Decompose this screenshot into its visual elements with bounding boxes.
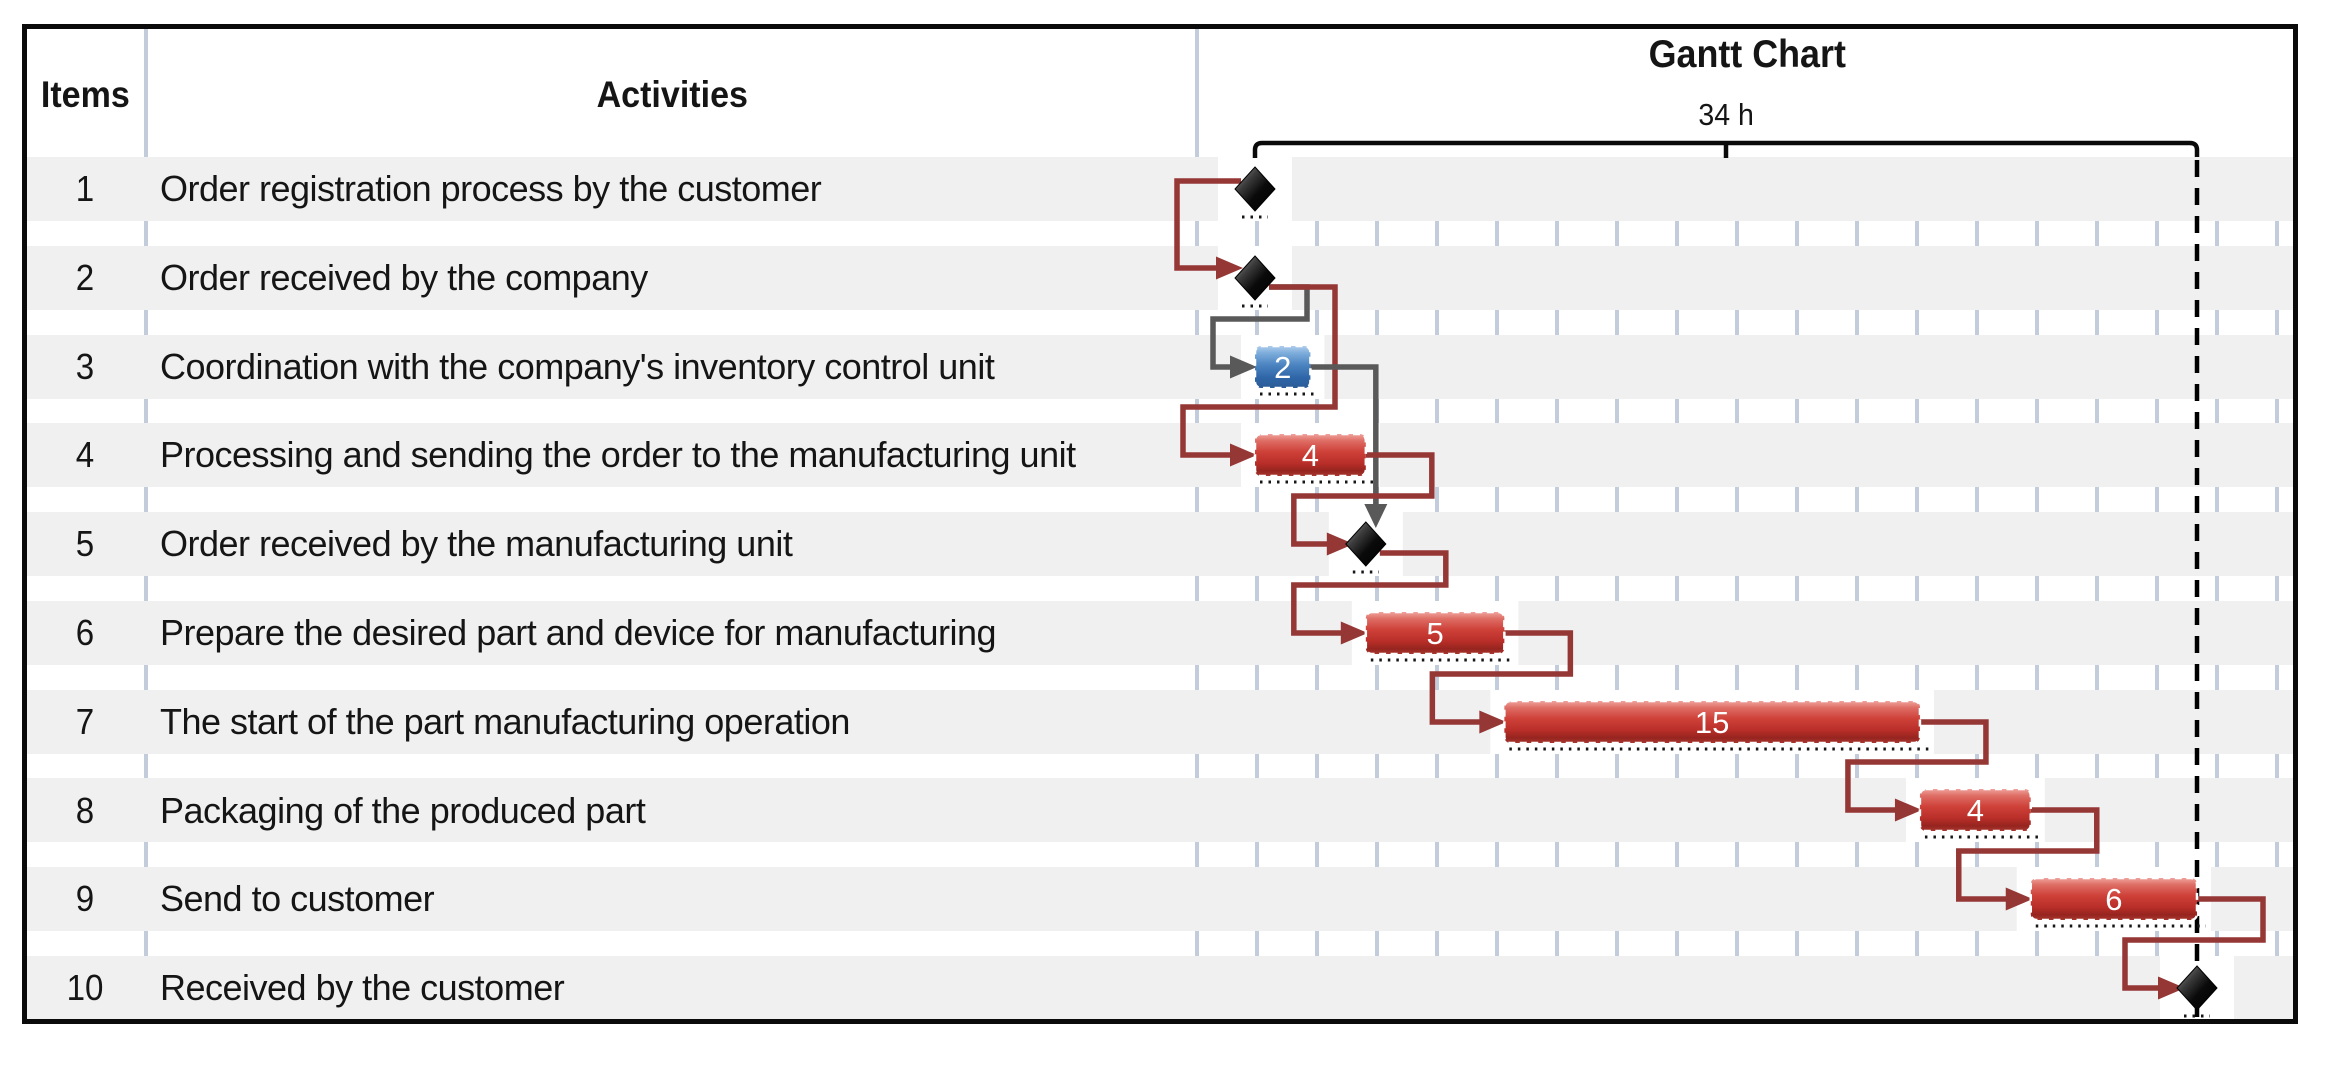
dependency-arrowhead[interactable] bbox=[2005, 887, 2033, 911]
dependency-arrowhead[interactable] bbox=[1364, 504, 1388, 528]
row-activity: Prepare the desired part and device for … bbox=[160, 612, 997, 653]
dependency-connector[interactable] bbox=[1845, 719, 1989, 813]
hour-gridline bbox=[2215, 157, 2219, 1021]
dependency-connector[interactable] bbox=[1291, 550, 1449, 636]
gantt-bar[interactable] bbox=[1364, 610, 1506, 656]
dependency-arrowhead[interactable] bbox=[1479, 710, 1507, 734]
row-item-number: 1 bbox=[75, 168, 95, 209]
hour-gridline bbox=[1975, 157, 1979, 1021]
row-band bbox=[27, 335, 2294, 399]
dependency-connector[interactable] bbox=[1174, 178, 1241, 271]
bar-duration-label: 2 bbox=[1274, 350, 1291, 385]
row-band bbox=[27, 867, 2294, 931]
row-item-number: 3 bbox=[75, 346, 95, 387]
dependency-connector[interactable] bbox=[2122, 896, 2266, 991]
row-activity: Processing and sending the order to the … bbox=[160, 434, 1076, 475]
hour-gridline bbox=[1915, 157, 1919, 1021]
milestone-diamond[interactable] bbox=[1345, 521, 1387, 567]
gantt-bar[interactable] bbox=[1918, 787, 2033, 833]
hour-gridline bbox=[2035, 157, 2039, 1021]
items-column-header: Items bbox=[40, 74, 130, 115]
total-duration-label: 34 h bbox=[1698, 97, 1754, 132]
row-activity: The start of the part manufacturing oper… bbox=[160, 701, 850, 742]
bar-duration-label: 5 bbox=[1426, 616, 1443, 651]
row-activity: Send to customer bbox=[160, 878, 435, 919]
dependency-connector[interactable] bbox=[1180, 284, 1338, 458]
hour-gridline bbox=[1795, 157, 1799, 1021]
row-item-number: 4 bbox=[75, 434, 95, 475]
dependency-arrowhead[interactable] bbox=[1340, 621, 1368, 645]
hour-gridline bbox=[1555, 157, 1559, 1021]
hour-gridline bbox=[1615, 157, 1619, 1021]
row-activity: Order received by the company bbox=[160, 257, 648, 298]
dependency-arrowhead[interactable] bbox=[1230, 443, 1257, 467]
dependency-arrowhead[interactable] bbox=[1216, 256, 1243, 280]
hour-gridline bbox=[2095, 157, 2099, 1021]
row-item-number: 10 bbox=[66, 967, 104, 1008]
row-band bbox=[27, 423, 2294, 487]
row-band bbox=[27, 512, 2294, 576]
dependency-connector[interactable] bbox=[1956, 807, 2100, 902]
row-item-number: 6 bbox=[75, 612, 95, 653]
hour-gridline bbox=[1435, 157, 1439, 1021]
hour-gridline bbox=[1495, 157, 1499, 1021]
bar-duration-label: 4 bbox=[1302, 438, 1319, 473]
activities-column-header: Activities bbox=[596, 74, 749, 115]
row-activity: Packaging of the produced part bbox=[160, 790, 646, 831]
chart-title: Gantt Chart bbox=[1648, 33, 1847, 76]
bar-duration-label: 15 bbox=[1695, 705, 1729, 740]
hour-gridline bbox=[2155, 157, 2159, 1021]
row-item-number: 7 bbox=[75, 701, 95, 742]
row-item-number: 2 bbox=[75, 257, 95, 298]
row-band bbox=[27, 956, 2294, 1020]
row-item-number: 9 bbox=[75, 878, 95, 919]
dependency-arrowhead[interactable] bbox=[1894, 798, 1922, 822]
row-activity: Coordination with the company's inventor… bbox=[160, 346, 995, 387]
gantt-bar[interactable] bbox=[1503, 699, 1922, 745]
hour-gridline bbox=[1855, 157, 1859, 1021]
hour-gridline bbox=[1675, 157, 1679, 1021]
hour-gridline bbox=[1315, 157, 1319, 1021]
row-item-number: 8 bbox=[75, 790, 95, 831]
row-activity: Order received by the manufacturing unit bbox=[160, 523, 793, 564]
hour-gridline bbox=[1255, 157, 1259, 1021]
gantt-bar[interactable] bbox=[1253, 344, 1312, 390]
dependency-arrowhead[interactable] bbox=[1326, 532, 1354, 556]
hour-gridline bbox=[2275, 157, 2279, 1021]
dependency-connector[interactable] bbox=[1310, 364, 1379, 506]
row-band bbox=[27, 157, 2294, 221]
row-band bbox=[27, 246, 2294, 310]
dependency-connector[interactable] bbox=[1291, 452, 1435, 547]
dependency-connector[interactable] bbox=[1429, 630, 1574, 725]
milestone-diamond[interactable] bbox=[1234, 255, 1276, 301]
row-item-number: 5 bbox=[75, 523, 95, 564]
dependency-arrowhead[interactable] bbox=[1230, 355, 1257, 379]
milestone-diamond[interactable] bbox=[2176, 965, 2218, 1011]
dependency-arrowhead[interactable] bbox=[2158, 976, 2185, 1000]
row-activity: Order registration process by the custom… bbox=[160, 168, 822, 209]
milestone-diamond[interactable] bbox=[1234, 166, 1276, 212]
row-band bbox=[27, 601, 2294, 665]
hour-gridline bbox=[1735, 157, 1739, 1021]
bar-duration-label: 6 bbox=[2105, 882, 2122, 917]
bar-duration-label: 4 bbox=[1967, 793, 1984, 828]
gantt-bar[interactable] bbox=[2029, 876, 2199, 922]
gantt-bar[interactable] bbox=[1253, 432, 1368, 478]
hour-gridline bbox=[1375, 157, 1379, 1021]
row-activity: Received by the customer bbox=[160, 967, 565, 1008]
